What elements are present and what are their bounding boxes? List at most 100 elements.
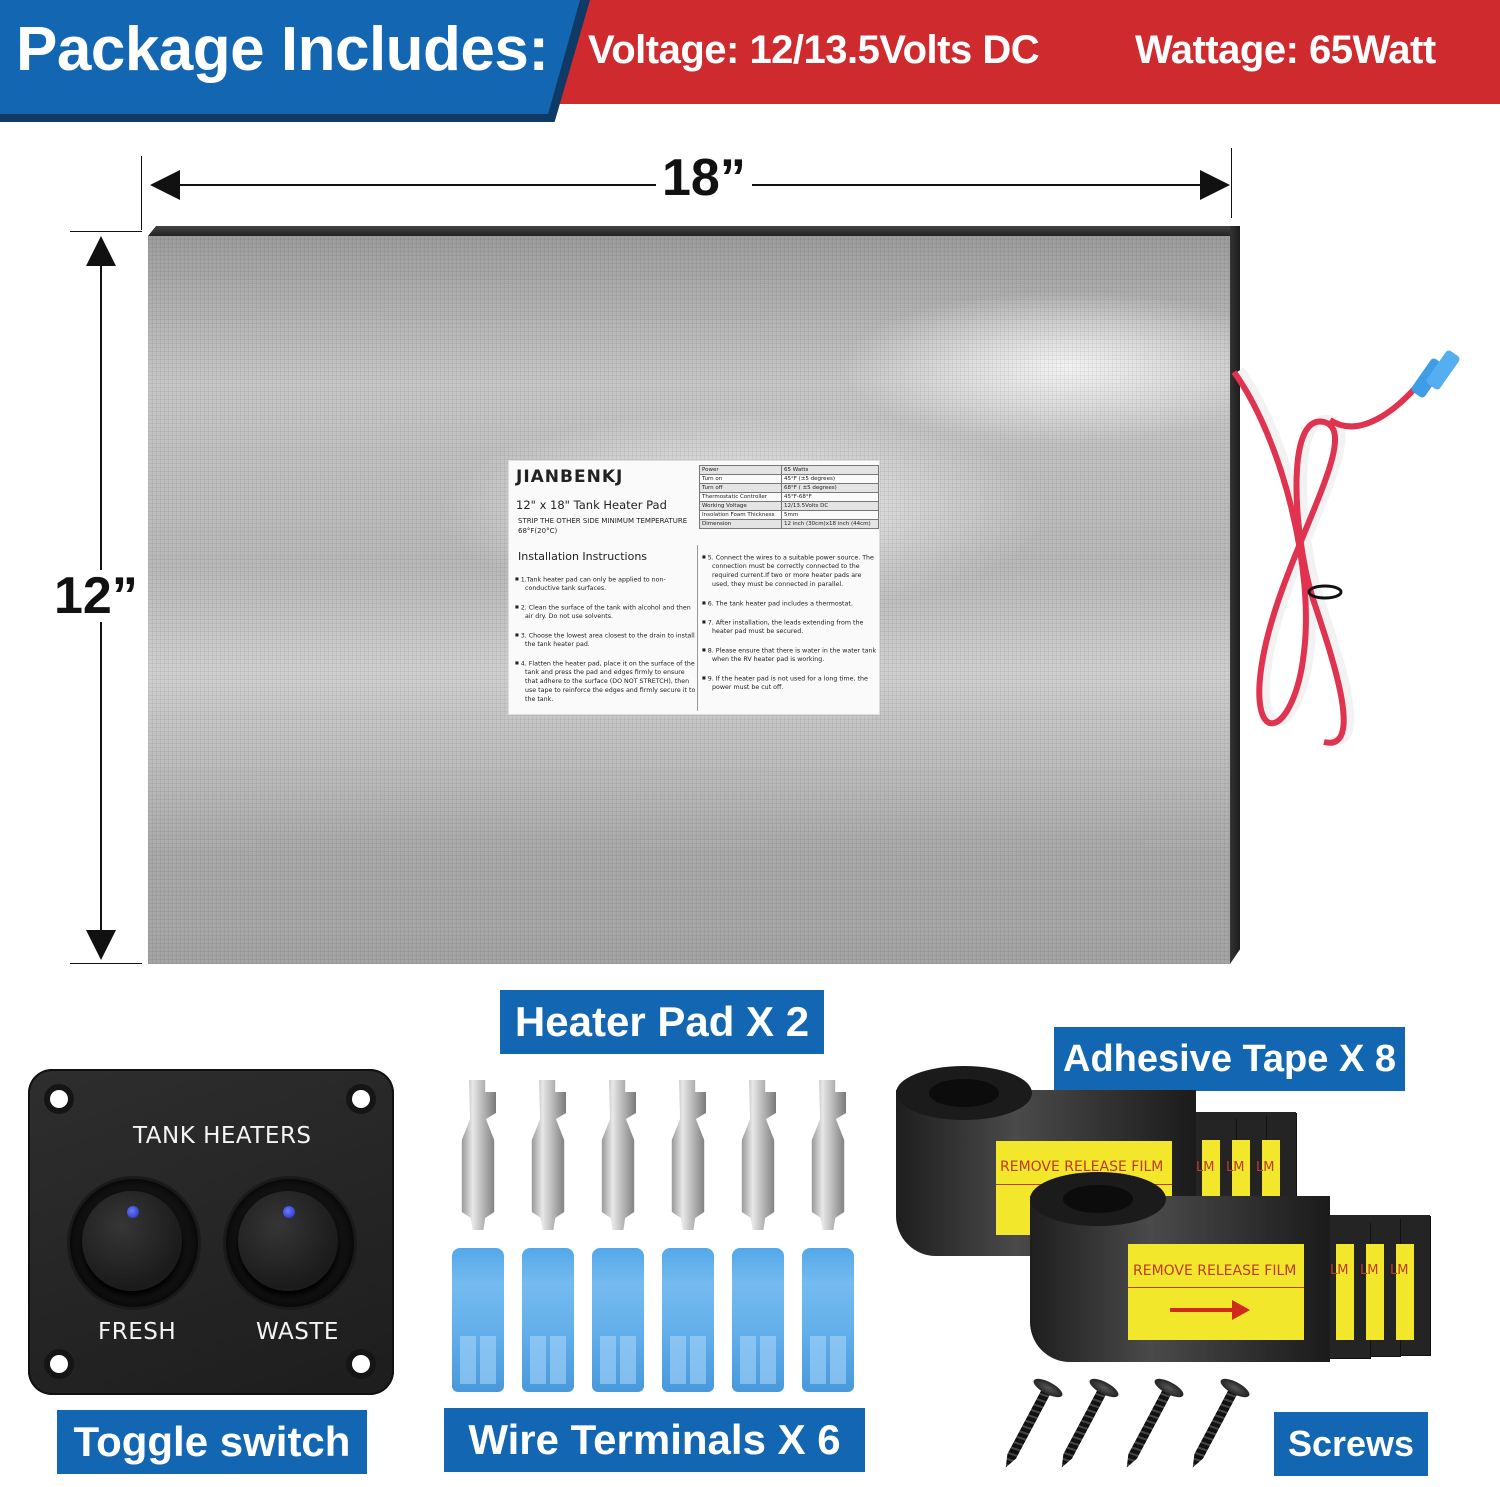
spec-key: Insolation Foam Thickness — [698, 510, 783, 520]
adhesive-tape-tag: Adhesive Tape X 8 — [1054, 1027, 1405, 1091]
fresh-rocker-switch[interactable] — [70, 1179, 198, 1307]
metal-terminal-icon — [452, 1080, 504, 1230]
tape-roll-core — [1030, 1172, 1166, 1226]
spec-key: Thermostatic Controller — [698, 492, 783, 502]
install-heading: Installation Instructions — [518, 550, 648, 563]
install-step: 2. Clean the surface of the tank with al… — [515, 603, 697, 622]
tape-release-text: REMOVE RELEASE FILM — [1000, 1159, 1164, 1175]
tape-release-text: REMOVE RELEASE FILM — [1133, 1263, 1297, 1279]
insulating-sleeve-icon — [802, 1248, 854, 1392]
tape-edge-text: LM — [1360, 1263, 1379, 1278]
insulating-sleeve-icon — [522, 1248, 574, 1392]
metal-terminal-icon — [802, 1080, 854, 1230]
spec-key: Power — [698, 465, 783, 475]
tape-edge-text: LM — [1330, 1263, 1349, 1278]
tape-roll-core — [896, 1066, 1032, 1120]
tape-release-label — [1366, 1244, 1384, 1340]
spec-value: 65 Watts — [781, 465, 879, 475]
spec-value: 5mm — [781, 510, 879, 520]
spec-key: Turn off — [698, 483, 783, 493]
metal-terminal-icon — [732, 1080, 784, 1230]
tape-release-label — [1396, 1244, 1414, 1340]
screw-icon — [1055, 1375, 1121, 1471]
wattage-spec: Wattage: 65Watt — [1135, 28, 1436, 72]
pad-edge-top — [148, 226, 1240, 236]
toggle-switch-panel: TANK HEATERS FRESH WASTE — [28, 1069, 394, 1395]
toggle-switch-tag: Toggle switch — [57, 1410, 367, 1474]
rocker-button — [238, 1191, 338, 1291]
insulating-sleeve-icon — [452, 1248, 504, 1392]
install-steps-right: 5. Connect the wires to a suitable power… — [702, 553, 880, 702]
metal-terminal-icon — [592, 1080, 644, 1230]
insulating-sleeve-icon — [592, 1248, 644, 1392]
width-extension-left — [141, 156, 142, 230]
width-label: 18” — [656, 152, 752, 204]
rocker-button — [82, 1191, 182, 1291]
width-extension-right — [1231, 148, 1232, 218]
install-step: 7. After installation, the leads extendi… — [702, 618, 880, 637]
pad-edge-right — [1230, 226, 1240, 964]
led-indicator-icon — [283, 1206, 295, 1218]
mounting-hole-icon — [346, 1349, 376, 1379]
mounting-hole-icon — [346, 1084, 376, 1114]
mounting-hole-icon — [44, 1349, 74, 1379]
arrow-down-icon — [86, 930, 116, 960]
waste-rocker-switch[interactable] — [226, 1179, 354, 1307]
spec-value: 12 inch (30cm)x18 inch (44cm) — [781, 519, 879, 529]
install-step: 3. Choose the lowest area closest to the… — [515, 631, 697, 650]
install-step: 8. Please ensure that there is water in … — [702, 646, 880, 665]
screw-icon — [1186, 1375, 1252, 1471]
led-indicator-icon — [127, 1206, 139, 1218]
label-subtitle: STRIP THE OTHER SIDE MINIMUM TEMPERATURE… — [518, 517, 688, 535]
wire-leads-icon — [1231, 350, 1460, 746]
label-title: 12" x 18" Tank Heater Pad — [516, 498, 667, 512]
height-extension-top — [70, 231, 142, 232]
arrow-up-icon — [86, 236, 116, 266]
panel-title: TANK HEATERS — [133, 1123, 312, 1149]
spec-key: Working Voltage — [698, 501, 783, 511]
metal-terminal-icon — [662, 1080, 714, 1230]
install-steps-left: 1.Tank heater pad can only be applied to… — [515, 575, 697, 713]
arrow-left-icon — [150, 170, 180, 200]
install-step: 9. If the heater pad is not used for a l… — [702, 674, 880, 693]
spec-value: 45°F-68°F — [781, 492, 879, 502]
tape-release-label — [1336, 1244, 1354, 1340]
height-label: 12” — [48, 570, 144, 622]
insulating-sleeve-icon — [662, 1248, 714, 1392]
tape-edge-text: LM — [1256, 1160, 1275, 1175]
arrow-right-icon — [1200, 170, 1230, 200]
tape-rule — [1128, 1287, 1304, 1288]
tape-edge-text: LM — [1226, 1160, 1245, 1175]
heater-pad-image: JIANBENKJ 12" x 18" Tank Heater Pad STRI… — [148, 226, 1240, 964]
spec-value: 45°F (±5 degrees) — [781, 474, 879, 484]
header-banner-blue — [0, 0, 580, 114]
brand-name: JIANBENKJ — [516, 467, 624, 487]
install-step: 4. Flatten the heater pad, place it on t… — [515, 659, 697, 704]
screw-icon — [1120, 1375, 1186, 1471]
spec-key: Turn on — [698, 474, 783, 484]
screw-icon — [999, 1375, 1065, 1471]
install-step: 5. Connect the wires to a suitable power… — [702, 553, 880, 590]
tape-edge-text: LM — [1196, 1160, 1215, 1175]
screws-tag: Screws — [1274, 1412, 1428, 1476]
arrow-right-icon — [1170, 1300, 1250, 1320]
label-divider — [697, 545, 698, 711]
insulating-sleeve-icon — [732, 1248, 784, 1392]
spec-value: 12/13.5Volts DC — [781, 501, 879, 511]
voltage-spec: Voltage: 12/13.5Volts DC — [588, 28, 1040, 72]
product-label: JIANBENKJ 12" x 18" Tank Heater Pad STRI… — [508, 460, 880, 715]
tape-edge-text: LM — [1390, 1263, 1409, 1278]
install-step: 6. The tank heater pad includes a thermo… — [702, 599, 880, 609]
tape-release-label — [1128, 1244, 1304, 1340]
height-extension-bottom — [70, 963, 142, 964]
metal-terminal-icon — [522, 1080, 574, 1230]
waste-label: WASTE — [256, 1319, 339, 1345]
heater-pad-tag: Heater Pad X 2 — [500, 990, 824, 1054]
